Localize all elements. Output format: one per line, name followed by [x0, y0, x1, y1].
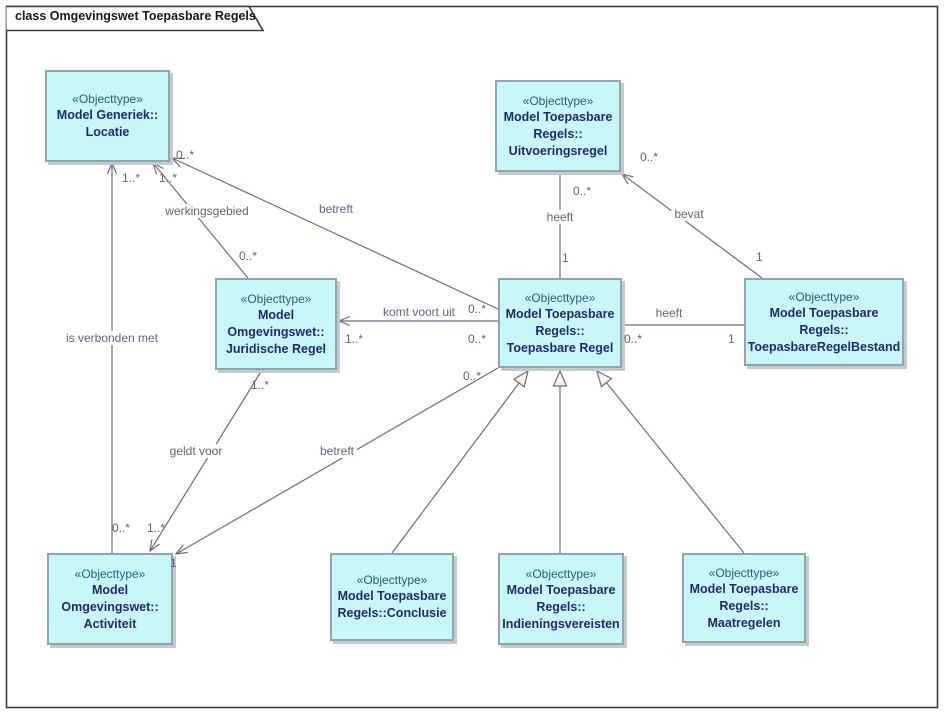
multiplicity-heeft-bestand-bestand: 1	[728, 332, 735, 346]
edge-label-betreft-locatie: betreft	[315, 202, 357, 216]
multiplicity-betreft-activiteit-toepasbare-regel: 0..*	[463, 369, 482, 383]
edge-label-bevat: bevat	[671, 207, 707, 221]
edge-generalization-maatregelen	[596, 369, 745, 554]
edge-label-geldt-voor: geldt voor	[166, 444, 226, 458]
frame-title-tab	[6, 5, 265, 32]
multiplicity-betreft-activiteit-activiteit: 1	[170, 556, 177, 570]
class-name: Model Omgevingswet:: Activiteit	[61, 582, 159, 631]
multiplicity-is-verbonden-met-activiteit: 0..*	[112, 521, 131, 535]
class-toepasbareregelbestand[interactable]: «Objecttype» Model Toepasbare Regels:: T…	[744, 278, 904, 366]
multiplicity-bevat-uitvoeringsregel: 0..*	[640, 150, 659, 164]
edge-label-heeft-bestand: heeft	[652, 306, 686, 320]
class-toepasbare-regel[interactable]: «Objecttype» Model Toepasbare Regels:: T…	[498, 278, 622, 368]
multiplicity-is-verbonden-met-locatie: 1..*	[122, 171, 141, 185]
frame-border	[5, 5, 939, 709]
edge-betreft-locatie	[170, 157, 499, 310]
class-name: Model Omgevingswet:: Juridische Regel	[225, 307, 327, 356]
multiplicity-komt-voort-uit-toepasbare-regel: 0..*	[468, 332, 487, 346]
edge-label-is-verbonden-met: is verbonden met	[62, 331, 162, 345]
stereotype-label: «Objecttype»	[708, 565, 780, 580]
multiplicity-heeft-bestand-toepasbare-regel: 0..*	[624, 332, 643, 346]
stereotype-label: «Objecttype»	[356, 573, 428, 588]
edge-label-heeft-uitvoeringsregel: heeft	[543, 210, 577, 224]
edge-label-komt-voort-uit: komt voort uit	[379, 305, 459, 319]
class-name: Model Toepasbare Regels:: Indieningsvere…	[502, 582, 620, 631]
class-indieningsvereisten[interactable]: «Objecttype» Model Toepasbare Regels:: I…	[498, 553, 624, 645]
stereotype-label: «Objecttype»	[522, 93, 594, 108]
stereotype-label: «Objecttype»	[74, 566, 146, 581]
multiplicity-geldt-voor-juridische: 1..*	[251, 378, 270, 392]
class-maatregelen[interactable]: «Objecttype» Model Toepasbare Regels:: M…	[682, 553, 806, 643]
stereotype-label: «Objecttype»	[72, 92, 143, 107]
edge-betreft-activiteit	[174, 367, 499, 555]
class-locatie[interactable]: «Objecttype» Model Generiek:: Locatie	[45, 70, 170, 162]
class-name: Model Generiek:: Locatie	[56, 108, 159, 140]
edge-label-betreft-activiteit: betreft	[316, 444, 358, 458]
multiplicity-werkingsgebied-locatie: 1..*	[159, 171, 178, 185]
multiplicity-bevat-bestand: 1	[756, 250, 763, 264]
edge-generalization-conclusie	[391, 369, 529, 554]
class-activiteit[interactable]: «Objecttype» Model Omgevingswet:: Activi…	[47, 553, 173, 645]
class-conclusie[interactable]: «Objecttype» Model Toepasbare Regels::Co…	[330, 553, 454, 641]
stereotype-label: «Objecttype»	[524, 290, 596, 305]
multiplicity-betreft-locatie-toepasbare-regel: 0..*	[468, 302, 487, 316]
edge-bevat	[620, 173, 763, 279]
stereotype-label: «Objecttype»	[525, 566, 597, 581]
class-name: Model Toepasbare Regels::Conclusie	[337, 589, 447, 621]
edge-werkingsgebied	[151, 161, 249, 279]
class-name: Model Toepasbare Regels:: ToepasbareRege…	[747, 305, 901, 354]
multiplicity-heeft-uitvoeringsregel: 0..*	[573, 184, 592, 198]
class-name: Model Toepasbare Regels:: Toepasbare Reg…	[505, 306, 615, 355]
class-uitvoeringsregel[interactable]: «Objecttype» Model Toepasbare Regels:: U…	[495, 80, 621, 172]
multiplicity-heeft-toepasbare-regel: 1	[562, 251, 569, 265]
class-juridische-regel[interactable]: «Objecttype» Model Omgevingswet:: Juridi…	[215, 278, 337, 370]
multiplicity-betreft-locatie: 0..*	[176, 148, 195, 162]
multiplicity-geldt-voor-activiteit: 1..*	[147, 521, 166, 535]
class-name: Model Toepasbare Regels:: Maatregelen	[689, 581, 799, 630]
multiplicity-werkingsgebied-juridische: 0..*	[239, 249, 258, 263]
diagram-title: class Omgevingswet Toepasbare Regels	[15, 9, 256, 23]
stereotype-label: «Objecttype»	[240, 291, 312, 306]
edge-label-werkingsgebied: werkingsgebied	[162, 204, 252, 218]
stereotype-label: «Objecttype»	[788, 289, 860, 304]
multiplicity-komt-voort-uit-juridische: 1..*	[345, 332, 364, 346]
edge-geldt-voor	[149, 369, 263, 553]
class-name: Model Toepasbare Regels:: Uitvoeringsreg…	[503, 109, 613, 158]
